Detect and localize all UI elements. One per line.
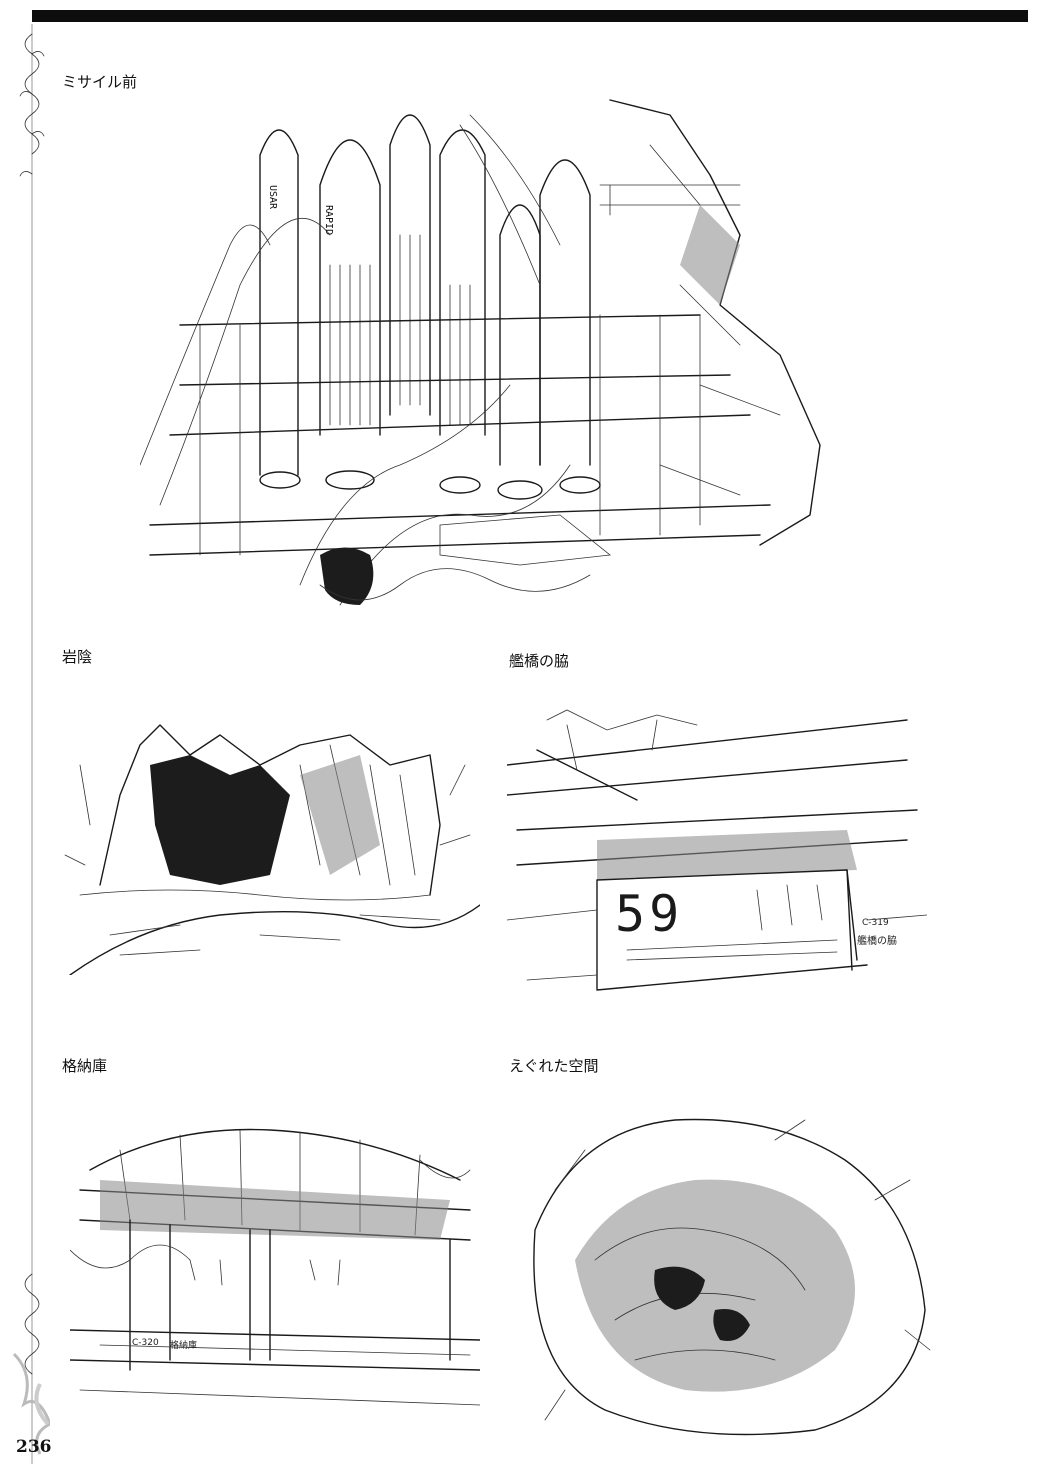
bridge-side-sketch: 59 C-319 艦橋の脇 bbox=[507, 690, 927, 1010]
missile-sketch: USAR RAPID bbox=[140, 85, 830, 640]
bridge-scene-code: C-319 bbox=[862, 918, 889, 928]
caption-bridge-side: 艦橋の脇 bbox=[509, 652, 570, 670]
hangar-scene-note: 格納庫 bbox=[170, 1341, 198, 1351]
bridge-scene-note: 艦橋の脇 bbox=[857, 936, 897, 947]
caption-gouged-space: えぐれた空間 bbox=[509, 1057, 599, 1075]
caption-missile: ミサイル前 bbox=[62, 73, 138, 91]
gouged-space-sketch bbox=[515, 1110, 935, 1440]
missile-label-rapid: RAPID bbox=[323, 205, 334, 236]
rocket-group bbox=[259, 114, 591, 476]
rock-shade-sketch bbox=[60, 705, 480, 975]
top-bar bbox=[32, 10, 1028, 22]
page-number: 236 bbox=[16, 1437, 52, 1457]
caption-hangar: 格納庫 bbox=[62, 1057, 108, 1075]
missile-label-usar: USAR bbox=[267, 185, 278, 210]
bridge-number-label: 59 bbox=[615, 885, 684, 943]
caption-rock-shade: 岩陰 bbox=[62, 648, 93, 666]
hangar-scene-code: C-320 bbox=[132, 1338, 159, 1348]
vine-ornament-icon bbox=[10, 24, 52, 1464]
hangar-sketch: C-320 格納庫 bbox=[70, 1120, 480, 1420]
